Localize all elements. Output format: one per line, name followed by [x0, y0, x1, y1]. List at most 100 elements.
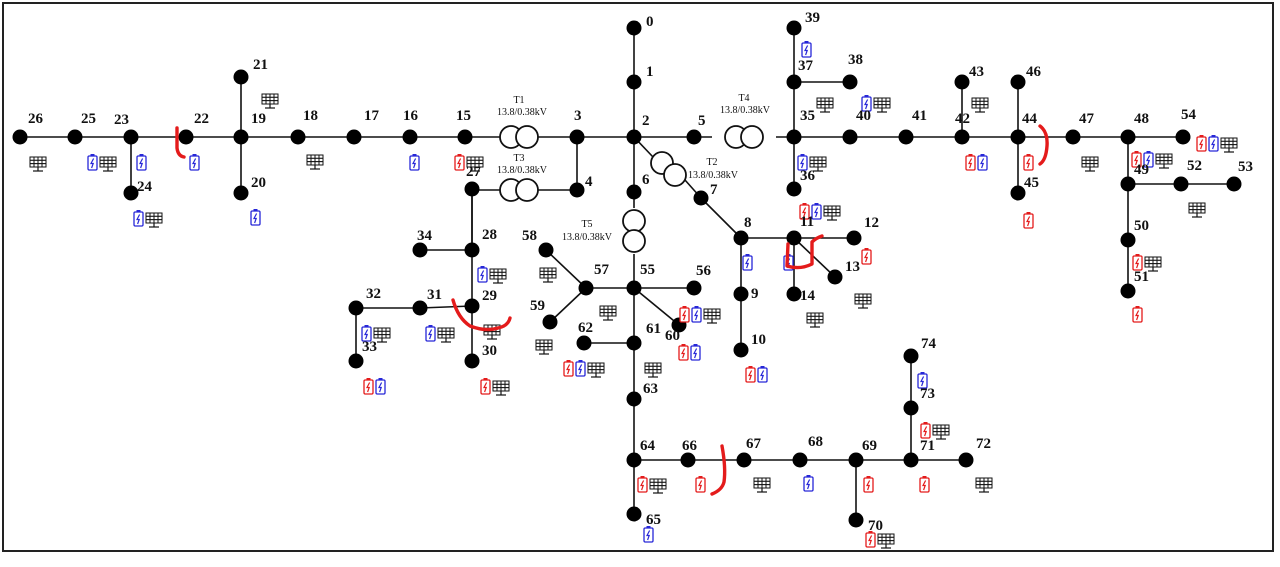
bus-node[interactable] [733, 230, 749, 246]
bus-node[interactable] [786, 181, 802, 197]
bus-node[interactable] [123, 185, 139, 201]
bus-devices [1132, 254, 1162, 272]
solar-panel-icon [587, 362, 605, 378]
bus-node[interactable] [290, 129, 306, 145]
bus-node[interactable] [12, 129, 28, 145]
bus-node[interactable] [733, 286, 749, 302]
bus-node[interactable] [954, 74, 970, 90]
bus-node[interactable] [827, 269, 843, 285]
solar-panel-icon [854, 293, 872, 309]
battery-storage-icon-blue [917, 372, 928, 389]
transformer-name: T4 [738, 93, 749, 104]
bus-devices [535, 339, 553, 355]
bus-node[interactable] [786, 230, 802, 246]
solar-panel-icon [492, 380, 510, 396]
bus-label: 21 [253, 57, 268, 73]
bus-label: 29 [482, 288, 497, 304]
bus-node[interactable] [346, 129, 362, 145]
bus-node[interactable] [626, 391, 642, 407]
bus-node[interactable] [538, 242, 554, 258]
bus-devices [563, 360, 605, 378]
bus-node[interactable] [954, 129, 970, 145]
solar-panel-icon [539, 267, 557, 283]
bus-node[interactable] [736, 452, 752, 468]
solar-panel-icon [535, 339, 553, 355]
bus-node[interactable] [412, 300, 428, 316]
bus-devices [919, 476, 930, 493]
bus-node[interactable] [626, 74, 642, 90]
bus-node[interactable] [1120, 129, 1136, 145]
bus-node[interactable] [1120, 232, 1136, 248]
bus-node[interactable] [1226, 176, 1242, 192]
bus-node[interactable] [842, 74, 858, 90]
bus-node[interactable] [626, 280, 642, 296]
bus-node[interactable] [1010, 74, 1026, 90]
bus-label: 22 [194, 111, 209, 127]
bus-node[interactable] [464, 242, 480, 258]
bus-node[interactable] [1173, 176, 1189, 192]
bus-node[interactable] [693, 190, 709, 206]
bus-node[interactable] [1120, 176, 1136, 192]
bus-node[interactable] [626, 184, 642, 200]
bus-node[interactable] [123, 129, 139, 145]
bus-node[interactable] [903, 400, 919, 416]
bus-node[interactable] [1120, 283, 1136, 299]
bus-node[interactable] [626, 335, 642, 351]
bus-node[interactable] [792, 452, 808, 468]
bus-node[interactable] [786, 20, 802, 36]
bus-node[interactable] [686, 129, 702, 145]
bus-node[interactable] [233, 129, 249, 145]
bus-node[interactable] [67, 129, 83, 145]
bus-node[interactable] [898, 129, 914, 145]
bus-node[interactable] [464, 181, 480, 197]
bus-node[interactable] [1010, 129, 1026, 145]
battery-storage-icon-red [1131, 151, 1142, 168]
bus-node[interactable] [402, 129, 418, 145]
transformer-name: T5 [581, 219, 592, 230]
bus-node[interactable] [569, 129, 585, 145]
bus-node[interactable] [569, 182, 585, 198]
bus-label: 16 [403, 108, 419, 124]
bus-node[interactable] [686, 280, 702, 296]
bus-node[interactable] [233, 69, 249, 85]
bus-node[interactable] [680, 452, 696, 468]
bus-node[interactable] [626, 452, 642, 468]
bus-label: 8 [744, 215, 752, 231]
bus-node[interactable] [786, 286, 802, 302]
bus-node[interactable] [576, 335, 592, 351]
bus-devices [1081, 156, 1099, 172]
bus-label: 38 [848, 52, 863, 68]
bus-node[interactable] [233, 185, 249, 201]
bus-node[interactable] [457, 129, 473, 145]
bus-node[interactable] [786, 129, 802, 145]
bus-node[interactable] [412, 242, 428, 258]
bus-node[interactable] [464, 298, 480, 314]
battery-storage-icon-red [863, 476, 874, 493]
battery-storage-icon-blue [409, 154, 420, 171]
bus-node[interactable] [348, 353, 364, 369]
bus-node[interactable] [542, 314, 558, 330]
transformer-rating: 13.8/0.38kV [688, 170, 739, 181]
bus-node[interactable] [348, 300, 364, 316]
battery-storage-icon-blue [87, 154, 98, 171]
bus-node[interactable] [846, 230, 862, 246]
bus-node[interactable] [626, 129, 642, 145]
bus-node[interactable] [903, 452, 919, 468]
bus-node[interactable] [626, 20, 642, 36]
open-switch-mark [710, 444, 727, 496]
bus-node[interactable] [1175, 129, 1191, 145]
bus-node[interactable] [733, 342, 749, 358]
bus-node[interactable] [786, 74, 802, 90]
bus-node[interactable] [578, 280, 594, 296]
bus-node[interactable] [848, 512, 864, 528]
bus-node[interactable] [842, 129, 858, 145]
bus-node[interactable] [1065, 129, 1081, 145]
bus-node[interactable] [958, 452, 974, 468]
bus-node[interactable] [626, 506, 642, 522]
bus-node[interactable] [1010, 185, 1026, 201]
bus-node[interactable] [178, 129, 194, 145]
bus-node[interactable] [848, 452, 864, 468]
line-29-31 [419, 305, 473, 309]
bus-node[interactable] [464, 353, 480, 369]
bus-node[interactable] [903, 348, 919, 364]
